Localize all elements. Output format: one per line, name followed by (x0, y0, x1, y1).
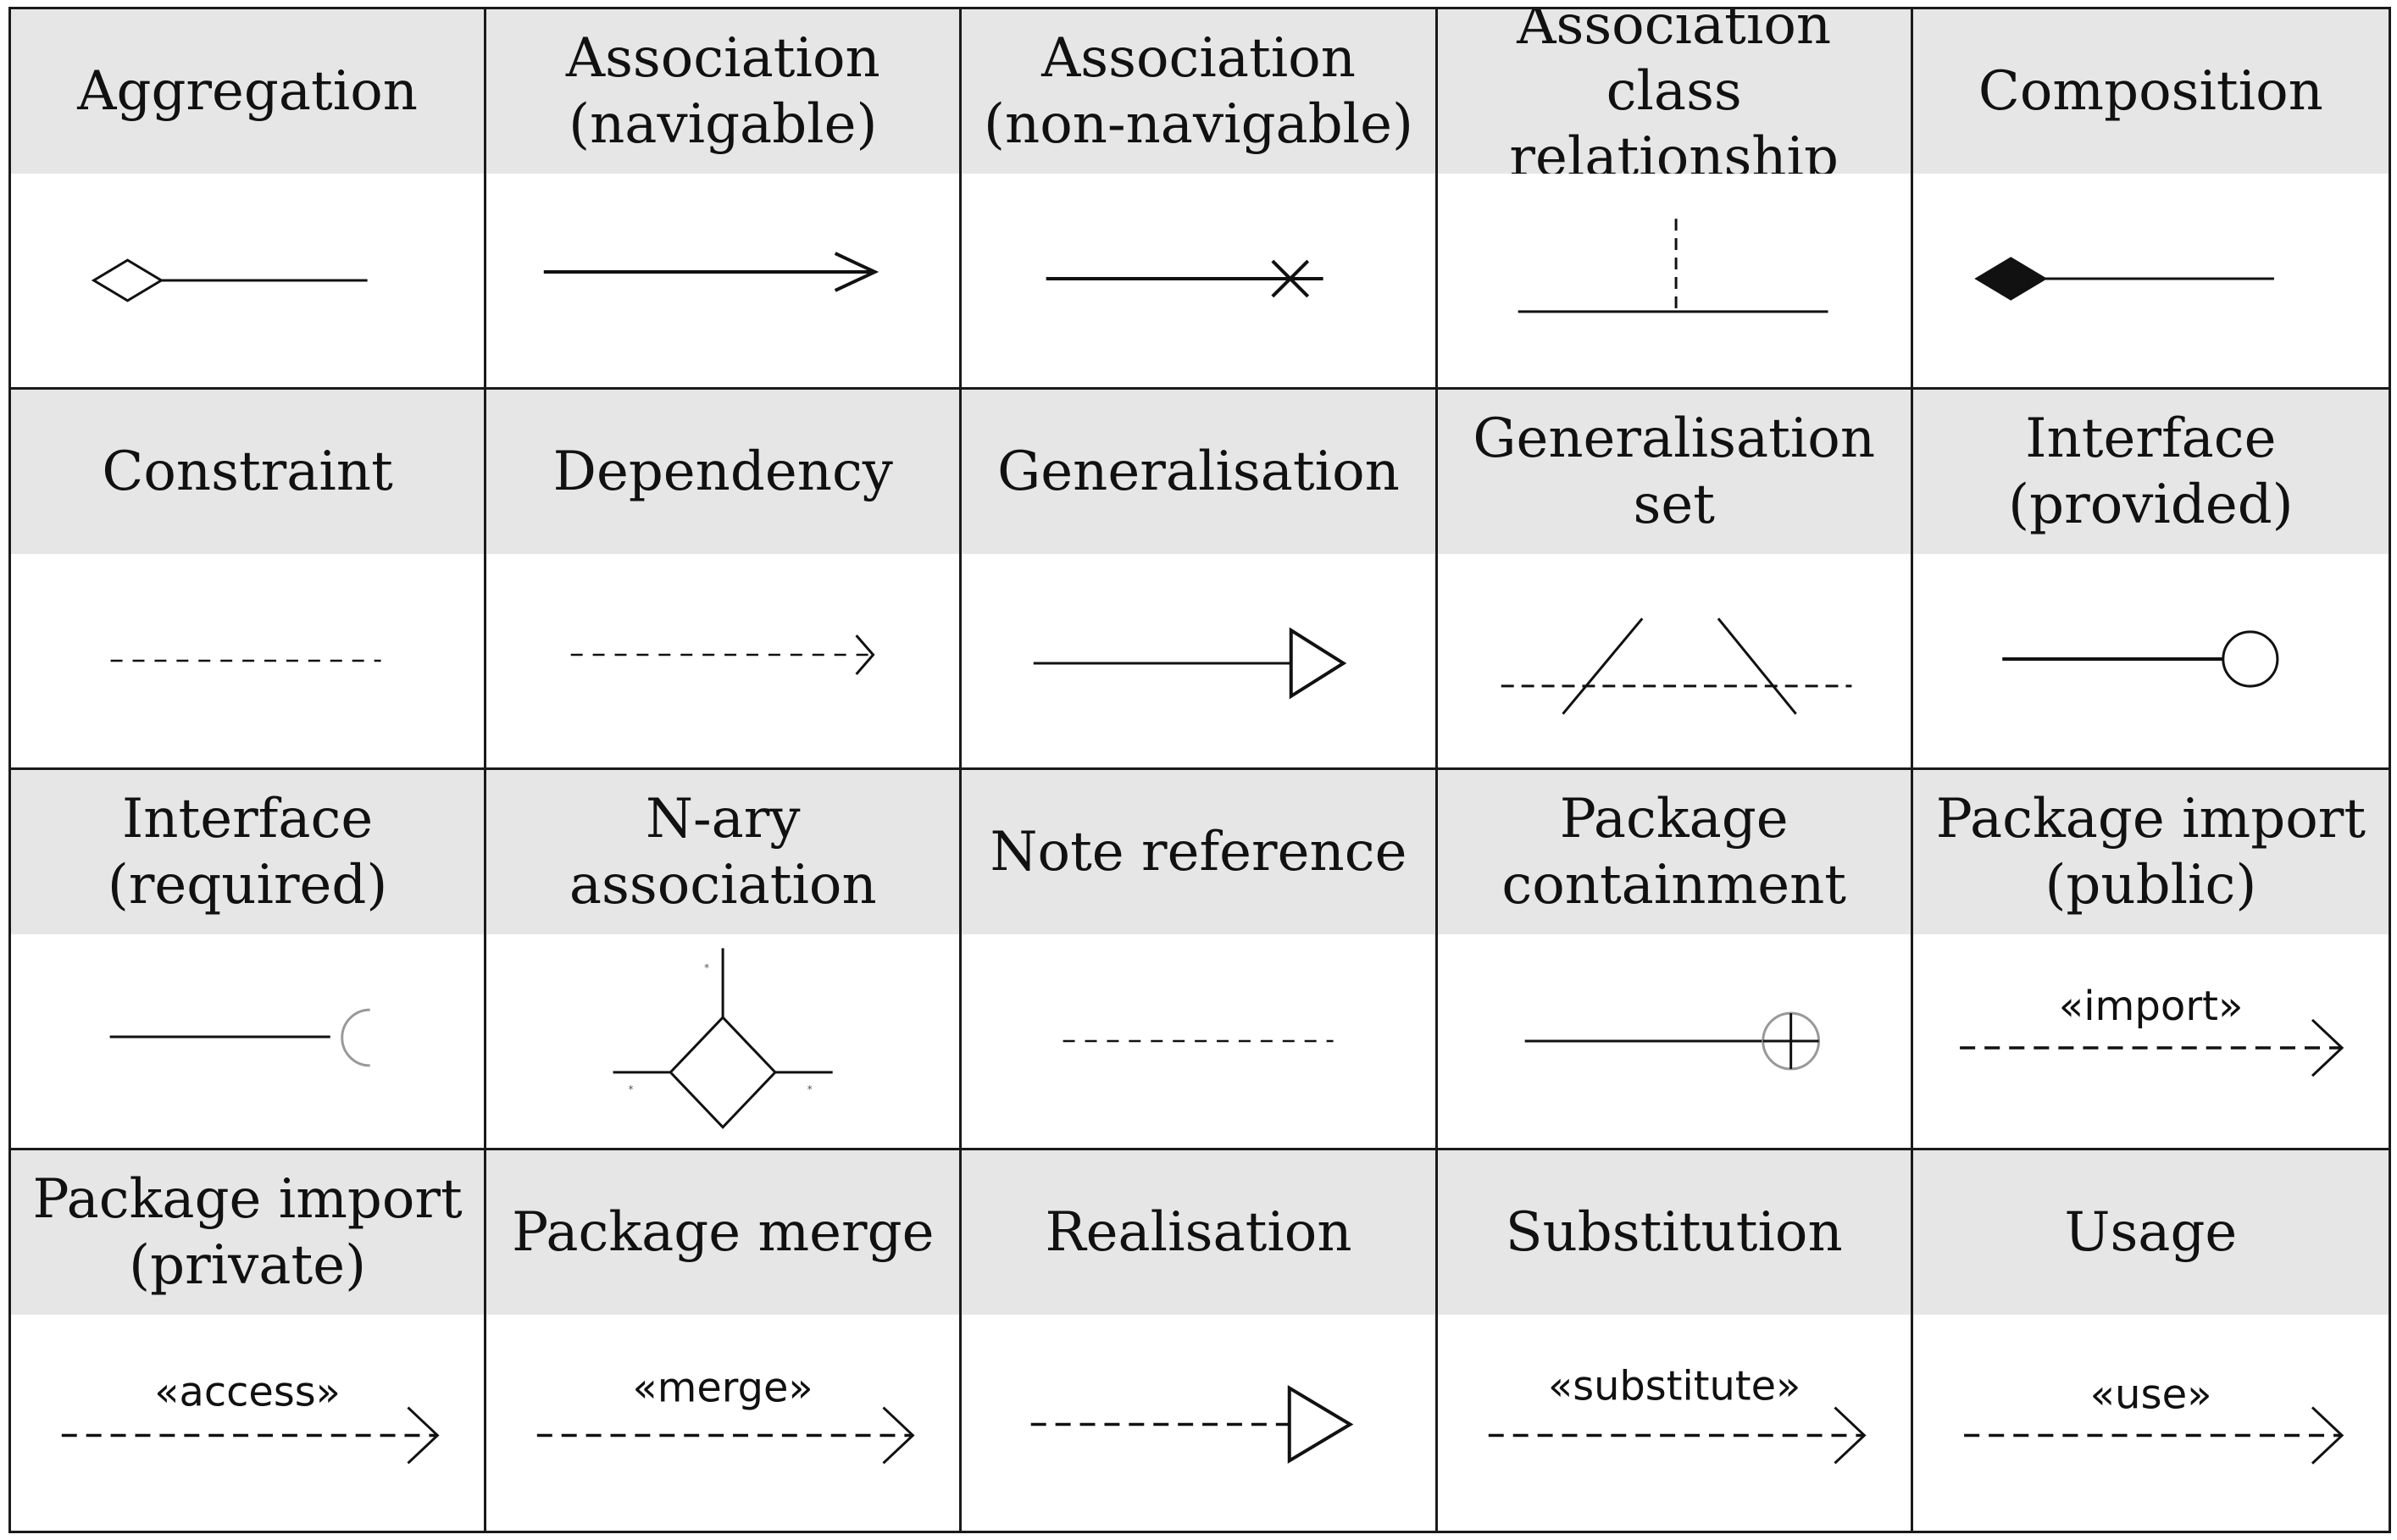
cell-label: Interface (required) (11, 770, 485, 934)
cell-label: Dependency (486, 390, 960, 554)
svg-text:*: * (807, 1083, 813, 1095)
stereotype-label: «merge» (633, 1366, 813, 1412)
n-ary-association-symbol: * * * (613, 948, 833, 1129)
realisation-symbol (1031, 1385, 1354, 1464)
usage-symbol: «use» (1963, 1371, 2344, 1465)
cell-label: Substitution (1437, 1150, 1911, 1315)
generalisation-symbol (1034, 627, 1347, 700)
constraint-symbol (110, 659, 381, 662)
stereotype-label: «import» (2059, 983, 2244, 1030)
association-non-navigable-symbol (1046, 259, 1324, 298)
cell-generalisation-set: Generalisation set (1437, 390, 1913, 770)
cell-n-ary-association: N-ary association * * * (486, 770, 963, 1150)
cell-realisation: Realisation (962, 1150, 1438, 1531)
association-class-relationship-symbol (1518, 219, 1828, 313)
cell-association-navigable: Association (navigable) (486, 9, 963, 390)
cell-usage: Usage «use» (1912, 1150, 2389, 1531)
cell-aggregation: Aggregation (11, 9, 487, 390)
cell-label: Association (navigable) (486, 9, 960, 174)
cell-label: N-ary association (486, 770, 960, 934)
cell-association-non-navigable: Association (non-navigable) (962, 9, 1438, 390)
cell-label: Package import (private) (11, 1150, 485, 1315)
svg-text:*: * (629, 1083, 634, 1095)
stereotype-label: «use» (2089, 1371, 2211, 1418)
uml-notation-table: Aggregation Association (navigable) Asso… (8, 7, 2391, 1533)
cell-label: Generalisation (962, 390, 1435, 554)
composition-symbol (1974, 257, 2274, 301)
cell-label: Package import (public) (1912, 770, 2389, 934)
package-containment-symbol (1524, 1011, 1820, 1071)
cell-package-merge: Package merge «merge» (486, 1150, 963, 1531)
package-import-private-symbol: «access» (61, 1370, 440, 1465)
note-reference-symbol (1063, 1039, 1334, 1043)
cell-label: Composition (1912, 9, 2389, 174)
cell-interface-required: Interface (required) (11, 770, 487, 1150)
generalisation-set-symbol (1501, 618, 1852, 715)
cell-package-import-public: Package import (public) «import» (1912, 770, 2389, 1150)
cell-package-import-private: Package import (private) «access» (11, 1150, 487, 1531)
package-merge-symbol: «merge» (536, 1366, 915, 1465)
cell-composition: Composition (1912, 9, 2389, 390)
cell-label: Realisation (962, 1150, 1435, 1315)
cell-label: Usage (1912, 1150, 2389, 1315)
association-navigable-symbol (543, 252, 879, 292)
stereotype-label: «substitute» (1548, 1364, 1801, 1410)
cell-substitution: Substitution «substitute» (1437, 1150, 1913, 1531)
cell-label: Package merge (486, 1150, 960, 1315)
cell-association-class-relationship: Association class relationship (1437, 9, 1913, 390)
cell-label: Generalisation set (1437, 390, 1911, 554)
package-import-public-symbol: «import» (1959, 983, 2344, 1077)
cell-generalisation: Generalisation (962, 390, 1438, 770)
stereotype-label: «access» (154, 1370, 341, 1416)
cell-interface-provided: Interface (provided) (1912, 390, 2389, 770)
cell-label: Aggregation (11, 9, 485, 174)
cell-label: Package containment (1437, 770, 1911, 934)
dependency-symbol (570, 634, 875, 675)
cell-label: Association (non-navigable) (962, 9, 1435, 174)
aggregation-symbol (91, 258, 368, 302)
interface-provided-symbol (2002, 630, 2279, 688)
cell-package-containment: Package containment (1437, 770, 1913, 1150)
cell-label: Constraint (11, 390, 485, 554)
cell-dependency: Dependency (486, 390, 963, 770)
svg-text:*: * (704, 961, 709, 973)
cell-label: Interface (provided) (1912, 390, 2389, 554)
cell-note-reference: Note reference (962, 770, 1438, 1150)
cell-label: Association class relationship (1437, 9, 1911, 189)
substitution-symbol: «substitute» (1488, 1364, 1867, 1465)
cell-constraint: Constraint (11, 390, 487, 770)
cell-label: Note reference (962, 770, 1435, 934)
interface-required-symbol (109, 1008, 370, 1067)
